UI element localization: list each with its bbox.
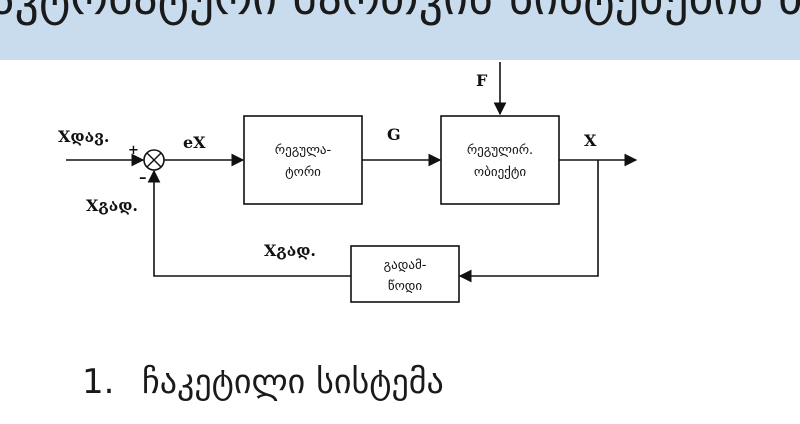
feedback-label-left: Xგად. — [86, 196, 138, 215]
regulator-text-2: ტორი — [285, 165, 321, 180]
regulator-text-1: რეგულა- — [275, 143, 332, 158]
control-label: G — [387, 125, 401, 144]
input-label: Xდავ. — [58, 127, 109, 146]
object-text-1: რეგულირ. — [467, 143, 533, 158]
slide-title: ავტომატური მართვის სისტემების ზოგადი სქე… — [0, 0, 800, 26]
error-label: eX — [183, 133, 206, 152]
block-diagram: რეგულა- ტორი რეგულირ. ობიექტი გადამ- წოდ… — [58, 62, 638, 303]
summing-junction — [143, 149, 165, 171]
title-bar: ავტომატური მართვის სისტემების ზოგადი სქე… — [0, 0, 800, 60]
object-block — [440, 115, 560, 205]
transducer-block — [350, 245, 460, 303]
plus-sign: + — [128, 143, 139, 158]
transducer-text-2: წოდი — [388, 279, 423, 294]
feedback-line-right — [458, 160, 599, 283]
list-item: 1. ჩაკეტილი სისტემა — [82, 362, 444, 402]
transducer-text-1: გადამ- — [384, 258, 427, 273]
list-item-text: ჩაკეტილი სისტემა — [142, 362, 444, 402]
regulator-block — [243, 115, 363, 205]
feedback-line-left — [147, 169, 351, 277]
feedback-label-bottom: Xგად. — [264, 241, 316, 260]
object-text-2: ობიექტი — [474, 165, 526, 180]
disturbance-label: F — [476, 71, 488, 90]
output-label: X — [584, 131, 597, 150]
minus-sign: – — [139, 168, 147, 186]
list-item-number: 1. — [82, 362, 115, 402]
